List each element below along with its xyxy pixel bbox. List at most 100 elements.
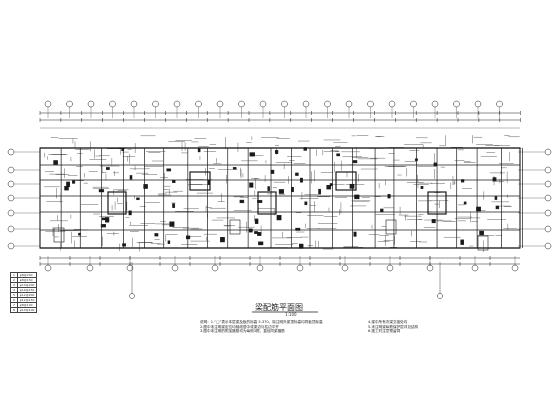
axis-bubble xyxy=(259,100,267,108)
column xyxy=(494,196,498,200)
axis-bubble xyxy=(171,264,179,272)
core-outline xyxy=(107,191,127,215)
column xyxy=(169,221,175,227)
axis-bubble xyxy=(7,180,15,188)
column xyxy=(122,243,126,247)
drawing-scale: 1:100 xyxy=(285,312,297,317)
core-outline xyxy=(257,191,277,215)
axis-bubble xyxy=(66,100,73,108)
axis-bubble xyxy=(471,264,479,272)
section-marker xyxy=(129,293,135,299)
axis-bubble xyxy=(86,264,94,272)
axis-bubble xyxy=(296,264,304,272)
axis-bubble xyxy=(44,264,52,272)
legend-cell: φ10@100 xyxy=(16,307,38,313)
column xyxy=(121,148,125,152)
axis-bubble xyxy=(302,100,310,108)
axis-bubble xyxy=(7,225,15,233)
note-line: 说明：1.“□”表示本层梁及板的标高 5.370，除注明外梁顶标高均同板顶标高 xyxy=(200,320,323,324)
column xyxy=(248,228,253,233)
column xyxy=(278,189,284,194)
column xyxy=(166,168,172,172)
axis-bubble xyxy=(453,100,460,108)
column xyxy=(185,235,191,240)
balcony-outline xyxy=(477,235,489,251)
column xyxy=(257,232,262,236)
general-notes: 说明：1.“□”表示本层梁及板的标高 5.370，除注明外梁顶标高均同板顶标高 … xyxy=(200,320,340,334)
column xyxy=(353,231,357,237)
axis-bubble xyxy=(544,166,552,174)
column xyxy=(476,206,481,212)
axis-bubble xyxy=(544,225,552,233)
column xyxy=(414,158,418,161)
column xyxy=(98,189,105,193)
axis-bubble xyxy=(152,100,159,108)
note-line: 6.施工时注意预留洞 xyxy=(368,329,401,334)
column xyxy=(257,200,263,203)
column xyxy=(479,230,484,236)
axis-bubble xyxy=(173,100,181,108)
column xyxy=(258,241,264,246)
column xyxy=(100,224,106,228)
column xyxy=(304,201,308,206)
column xyxy=(172,203,176,208)
note-line: 4.梁中所有次梁交接处均 xyxy=(368,320,408,324)
axis-bubble xyxy=(386,264,394,272)
axis-bubble xyxy=(367,100,374,108)
drawing-title: 梁配筋平面图 xyxy=(255,303,303,312)
axis-bubble xyxy=(109,100,116,108)
column xyxy=(197,147,201,153)
legend-cell: φ10@150 xyxy=(16,287,38,293)
axis-bubble xyxy=(544,242,552,250)
column xyxy=(136,197,140,201)
section-marker xyxy=(437,293,443,299)
column xyxy=(249,152,255,157)
column xyxy=(299,243,304,249)
column xyxy=(463,201,467,205)
column xyxy=(303,147,307,151)
legend-cell: φ10@200 xyxy=(16,282,38,288)
axis-bubble xyxy=(345,100,353,108)
core-outline xyxy=(335,171,357,191)
axis-bubble xyxy=(324,100,331,108)
column xyxy=(495,205,500,210)
balcony-outline xyxy=(385,219,397,235)
axis-bubble xyxy=(7,148,15,156)
column xyxy=(105,167,110,170)
column xyxy=(129,175,133,180)
legend-cell: 8 xyxy=(10,307,18,313)
column xyxy=(72,180,76,184)
column xyxy=(220,237,225,243)
column xyxy=(420,186,424,190)
column xyxy=(66,181,71,188)
column xyxy=(128,210,132,216)
column xyxy=(492,177,497,182)
axis-bubble xyxy=(544,194,552,202)
column xyxy=(239,199,245,204)
column xyxy=(232,167,237,170)
axis-bubble xyxy=(496,100,503,108)
column xyxy=(349,183,355,189)
axis-bubble xyxy=(256,264,264,272)
column xyxy=(326,184,332,190)
note-line: 2.图中未注明梁定位均轴线居中或梁边与柱边平齐 xyxy=(200,324,279,329)
column xyxy=(172,180,176,183)
axis-bubble xyxy=(7,209,15,217)
axis-bubble xyxy=(474,100,482,108)
column xyxy=(270,169,275,174)
column xyxy=(254,218,259,224)
column xyxy=(267,186,270,191)
column xyxy=(254,231,258,234)
column xyxy=(387,194,391,199)
column xyxy=(154,233,159,237)
axis-bubble xyxy=(44,100,52,108)
axis-bubble xyxy=(211,264,219,272)
column xyxy=(167,240,171,244)
axis-bubble xyxy=(341,264,349,272)
balcony-outline xyxy=(53,227,65,243)
axis-bubble xyxy=(544,209,552,217)
core-outline xyxy=(189,171,211,191)
